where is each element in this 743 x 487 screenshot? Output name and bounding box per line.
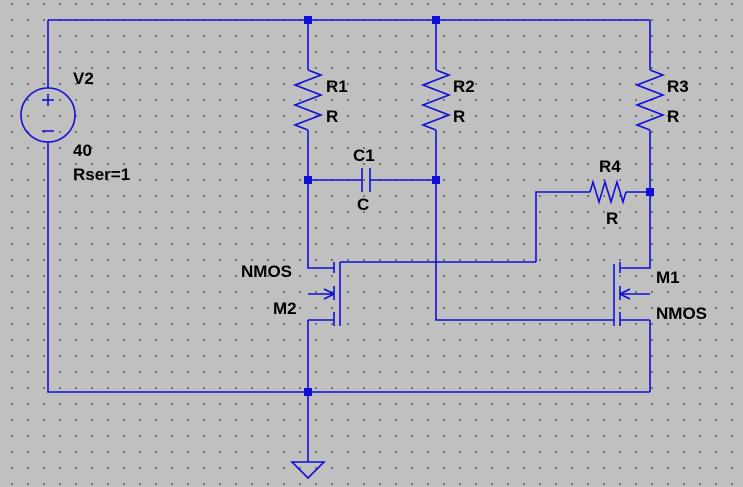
m1-model-label: NMOS: [656, 304, 707, 323]
wires: [47, 19, 651, 462]
c1-capacitor[interactable]: [361, 168, 371, 192]
r4-name-label: R4: [599, 157, 621, 176]
r2-value-label: R: [453, 107, 465, 126]
r2-name-label: R2: [453, 77, 475, 96]
junction-node: [432, 16, 440, 24]
junction-node: [304, 388, 312, 396]
c1-value-label: C: [357, 195, 369, 214]
v2-param-label: Rser=1: [73, 165, 130, 184]
v2-name-label: V2: [73, 69, 94, 88]
r1-value-label: R: [326, 107, 338, 126]
r1-resistor[interactable]: [292, 69, 324, 131]
m1-name-label: M1: [656, 268, 680, 287]
junction-node: [304, 16, 312, 24]
r3-value-label: R: [667, 107, 679, 126]
r2-resistor[interactable]: [420, 69, 452, 131]
r3-resistor[interactable]: [634, 69, 666, 131]
m1-nmos-transistor[interactable]: [613, 260, 651, 392]
r1-name-label: R1: [326, 77, 348, 96]
v2-value-label: 40: [73, 141, 92, 160]
m2-name-label: M2: [273, 299, 297, 318]
m2-model-label: NMOS: [241, 262, 292, 281]
r3-name-label: R3: [667, 77, 689, 96]
junction-node: [646, 188, 654, 196]
r4-resistor[interactable]: [589, 179, 627, 205]
r4-value-label: R: [606, 209, 618, 228]
junction-nodes: [304, 16, 654, 396]
junction-node: [304, 176, 312, 184]
ground-symbol[interactable]: [290, 461, 326, 480]
junction-node: [432, 176, 440, 184]
c1-name-label: C1: [353, 146, 375, 165]
labels: V2 40 Rser=1 R1 R R2 R R3 R R4 R C1 C NM…: [73, 69, 707, 323]
m2-nmos-transistor[interactable]: [307, 261, 346, 392]
v2-voltage-source[interactable]: [20, 87, 76, 143]
